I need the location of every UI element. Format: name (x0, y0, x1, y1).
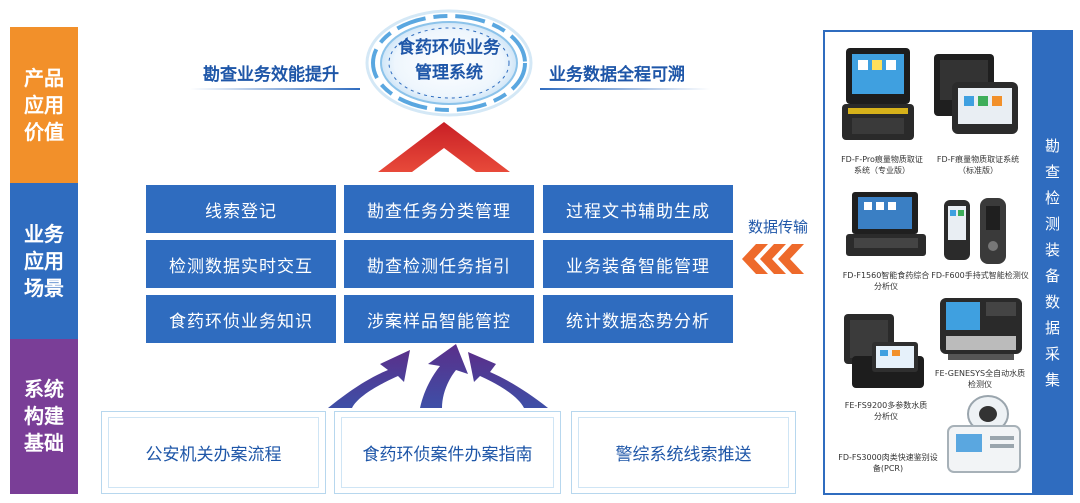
foundation-clue-push: 警综系统线索推送 (571, 411, 796, 494)
sidebar-product-value: 产品应用价值 (10, 27, 78, 183)
scenario-card-realtime-data: 检测数据实时交互 (146, 240, 336, 288)
sidebar-system-foundation-label: 系统构建基础 (24, 377, 64, 455)
device-label-fd-fs3000: FD-FS3000肉类快速鉴别设备(PCR) (838, 453, 938, 473)
spectrophotometer-icon (940, 298, 1022, 360)
scenario-card-document-generation: 过程文书辅助生成 (543, 185, 733, 233)
scenario-card-clue-registration: 线索登记 (146, 185, 336, 233)
scenario-card-equipment-management: 业务装备智能管理 (543, 240, 733, 288)
foundation-case-guide: 食药环侦案件办案指南 (334, 411, 561, 494)
foundation-police-process: 公安机关办案流程 (101, 411, 326, 494)
device-label-fd-f-pro: FD-F-Pro痕量物质取证系统（专业版） (841, 155, 923, 175)
pcr-device-icon (947, 395, 1021, 473)
system-badge-ring (365, 9, 533, 117)
scenario-card-task-guidance: 勘查检测任务指引 (344, 240, 534, 288)
equipment-panel-title: 勘查检测装备数据采集 (1044, 136, 1060, 389)
system-badge-title-line2: 管理系统 (415, 63, 483, 83)
header-right-text: 业务数据全程可溯 (549, 65, 685, 85)
sidebar-business-scenario-label: 业务应用场景 (24, 221, 64, 300)
handheld-device-icon (944, 198, 1006, 264)
device-label-fd-f1560: FD-F1560智能食药综合分析仪 (842, 271, 930, 291)
purple-curved-arrows-icon (328, 344, 548, 408)
header-right-underline (540, 88, 710, 90)
scenario-card-statistics: 统计数据态势分析 (543, 295, 733, 343)
header-left-text: 勘查业务效能提升 (203, 65, 339, 85)
scenario-card-sample-control: 涉案样品智能管控 (344, 295, 534, 343)
device-label-fd-f: FD-F痕量物质取证系统（标准版） (936, 155, 1020, 175)
foundation-clue-push-label: 警综系统线索推送 (615, 445, 752, 465)
sidebar-system-foundation: 系统构建基础 (10, 339, 78, 494)
scenario-card-task-classification: 勘查任务分类管理 (344, 185, 534, 233)
scenario-card-knowledge: 食药环侦业务知识 (146, 295, 336, 343)
sidebar-product-value-label: 产品应用价值 (24, 65, 64, 144)
red-up-arrow-icon (378, 122, 510, 172)
system-badge-title: 食药环侦业务 管理系统 (364, 36, 534, 86)
foundation-police-process-label: 公安机关办案流程 (145, 445, 282, 465)
rugged-tablet-icon (934, 54, 1018, 134)
system-badge-title-line1: 食药环侦业务 (398, 38, 500, 58)
header-left-underline (190, 88, 360, 90)
chevron-left-arrows-icon (742, 244, 804, 274)
device-label-fe-fs9200: FE-FS9200多参数水质分析仪 (844, 401, 928, 421)
equipment-panel-title-strip: 勘查检测装备数据采集 (1032, 30, 1073, 495)
rugged-case-laptop-icon (842, 48, 914, 140)
device-label-fd-f600: FD-F600手持式智能检测仪 (931, 271, 1029, 280)
case-analyzer-icon (844, 314, 924, 388)
rugged-laptop-icon (846, 192, 926, 256)
data-transfer-label: 数据传输 (748, 218, 809, 236)
foundation-case-guide-label: 食药环侦案件办案指南 (362, 445, 533, 465)
device-label-fe-genesys: FE-GENESYS全自动水质检测仪 (934, 369, 1026, 389)
sidebar-business-scenario: 业务应用场景 (10, 183, 78, 339)
